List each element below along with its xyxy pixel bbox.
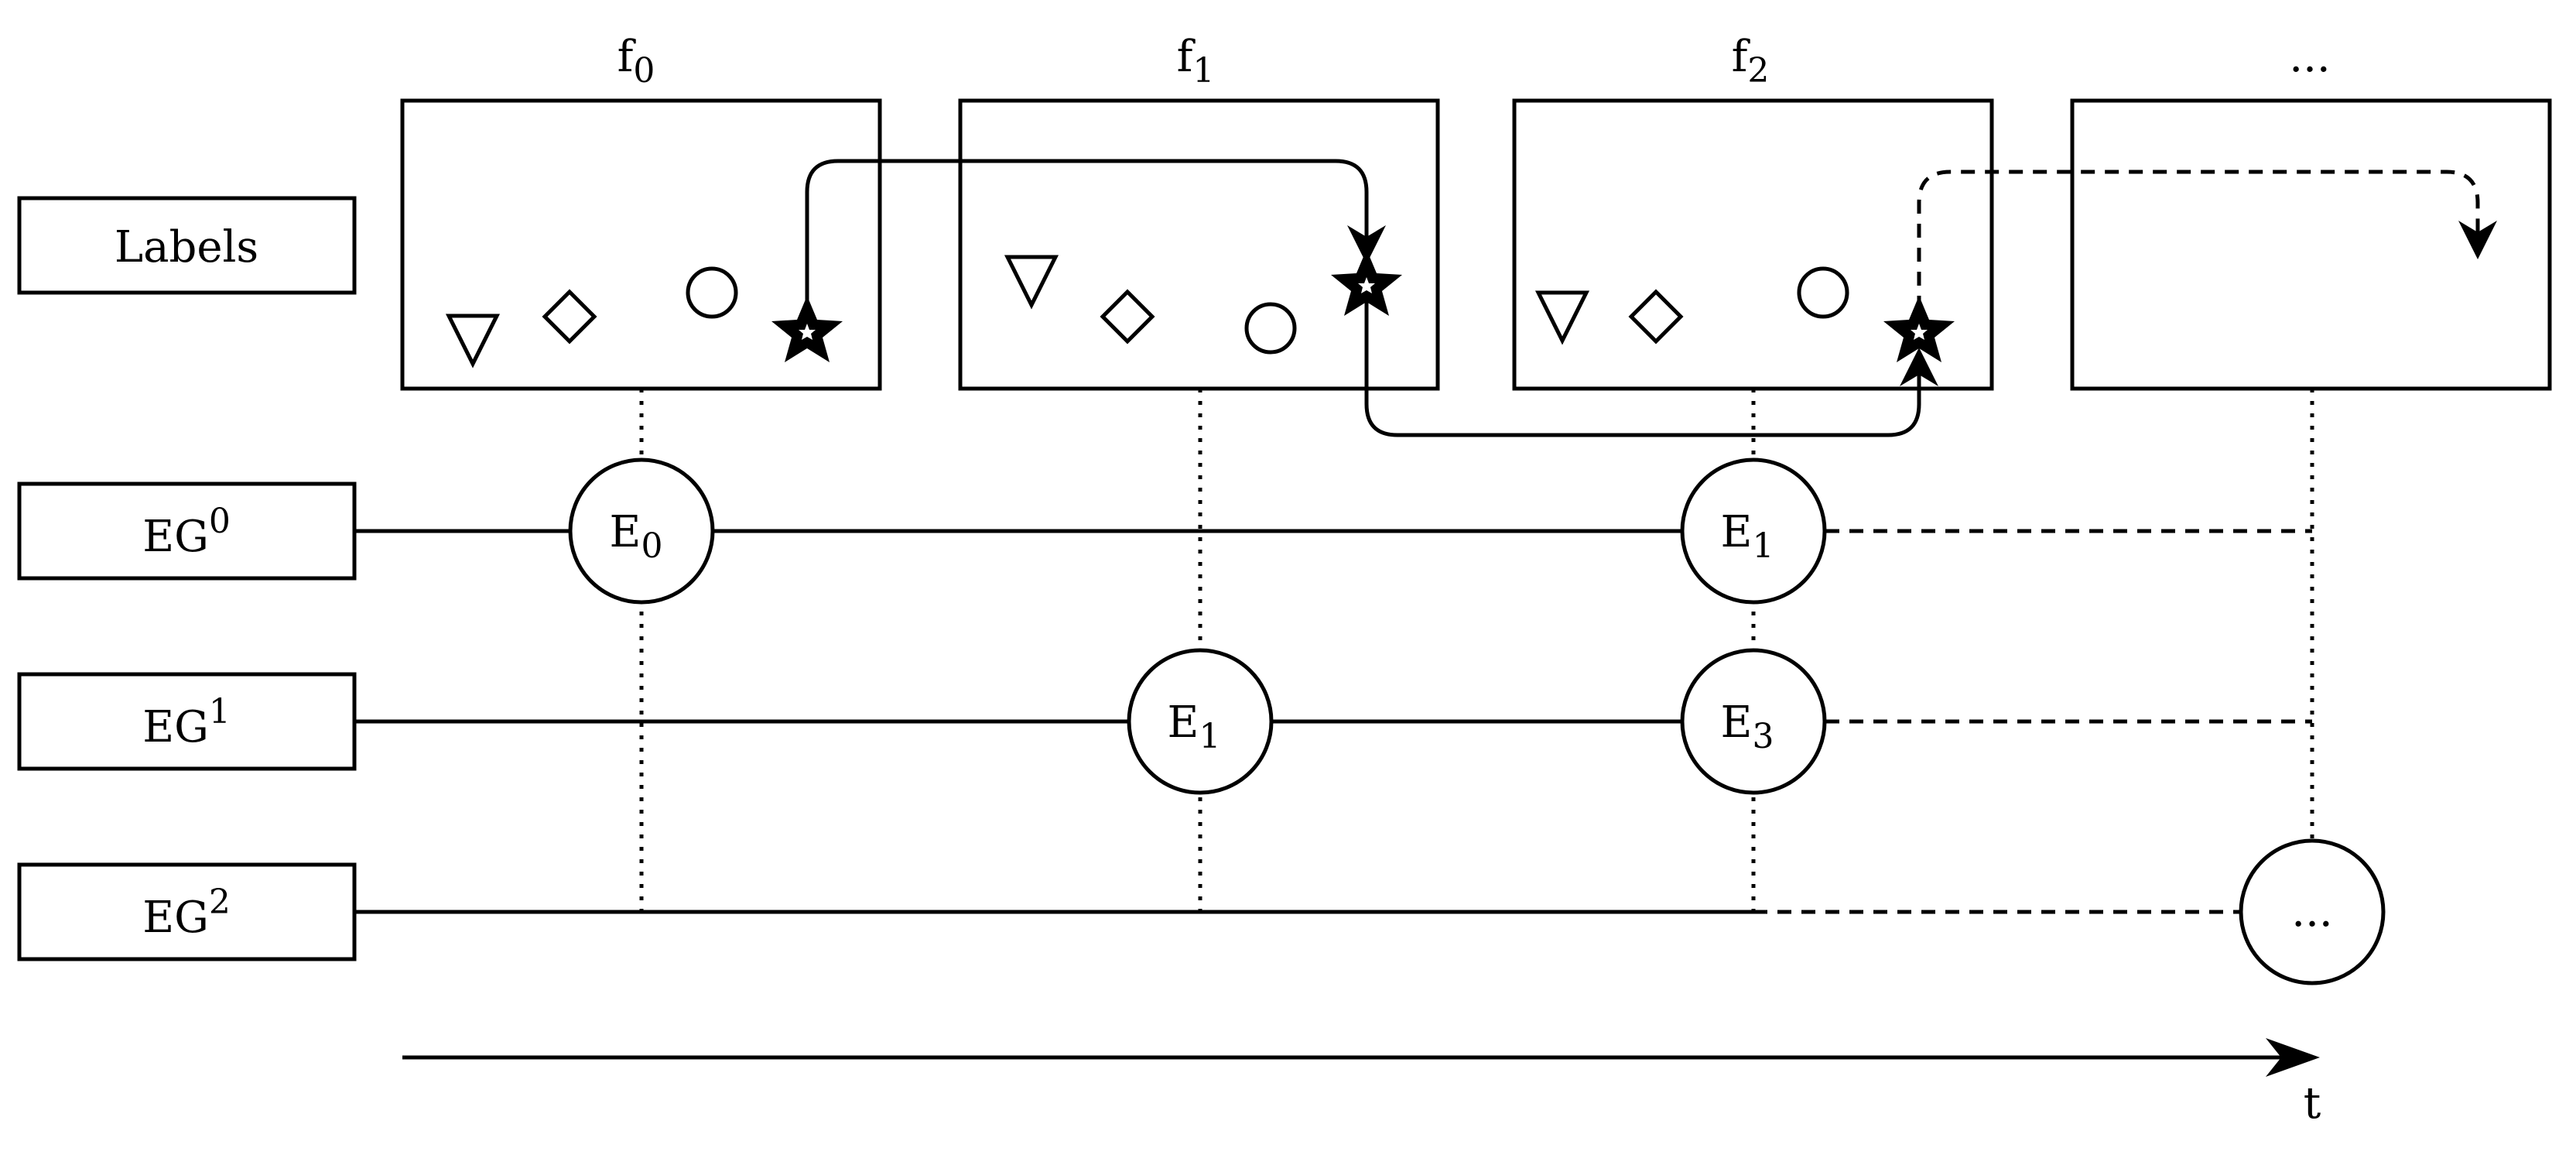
diamond-icon bbox=[1100, 289, 1155, 344]
frame-title-f1: f1 bbox=[1177, 32, 1215, 91]
track-arrow-f1-to-f2 bbox=[1364, 252, 1938, 437]
track-arrow-f0-to-f1 bbox=[805, 159, 1386, 333]
star-icon bbox=[1331, 249, 1402, 316]
event-node-eg0-b bbox=[1680, 457, 1827, 605]
frame-title-f0: f0 bbox=[617, 32, 655, 91]
row-box-eg2 bbox=[17, 862, 357, 961]
event-node-eg1-a bbox=[1127, 648, 1274, 795]
star-icon bbox=[771, 296, 843, 362]
track-arrow-f2-to-next bbox=[1917, 170, 2497, 310]
row-label-eg0: EG0 bbox=[142, 502, 231, 562]
row-box-eg0 bbox=[17, 481, 357, 581]
event-label-eg0-b: E1 bbox=[1721, 507, 1774, 566]
circle-icon bbox=[686, 266, 738, 319]
diamond-icon bbox=[542, 289, 597, 344]
triangle-icon bbox=[1534, 290, 1590, 345]
row-label-eg1: EG1 bbox=[142, 692, 231, 752]
triangle-icon bbox=[1004, 255, 1059, 310]
circle-icon bbox=[1797, 266, 1849, 319]
time-axis-label: t bbox=[2304, 1078, 2321, 1129]
star-icon bbox=[1883, 296, 1955, 362]
event-label-eg1-b: E3 bbox=[1721, 697, 1774, 756]
event-node-eg1-b bbox=[1680, 648, 1827, 795]
event-label-eg2-a: ... bbox=[2291, 886, 2332, 937]
event-label-eg0-a: E0 bbox=[610, 507, 663, 566]
triangle-icon bbox=[445, 314, 501, 368]
circle-icon bbox=[1244, 302, 1297, 355]
event-node-eg2-a bbox=[2239, 838, 2386, 985]
frame-title-f2: f2 bbox=[1732, 32, 1770, 91]
row-label-labels: Labels bbox=[115, 222, 258, 272]
event-label-eg1-a: E1 bbox=[1168, 697, 1221, 756]
frame-title-more: ... bbox=[2289, 32, 2330, 82]
row-label-eg2: EG2 bbox=[142, 882, 231, 943]
row-box-labels bbox=[17, 196, 357, 295]
diamond-icon bbox=[1628, 289, 1684, 344]
event-node-eg0-a bbox=[568, 457, 715, 605]
